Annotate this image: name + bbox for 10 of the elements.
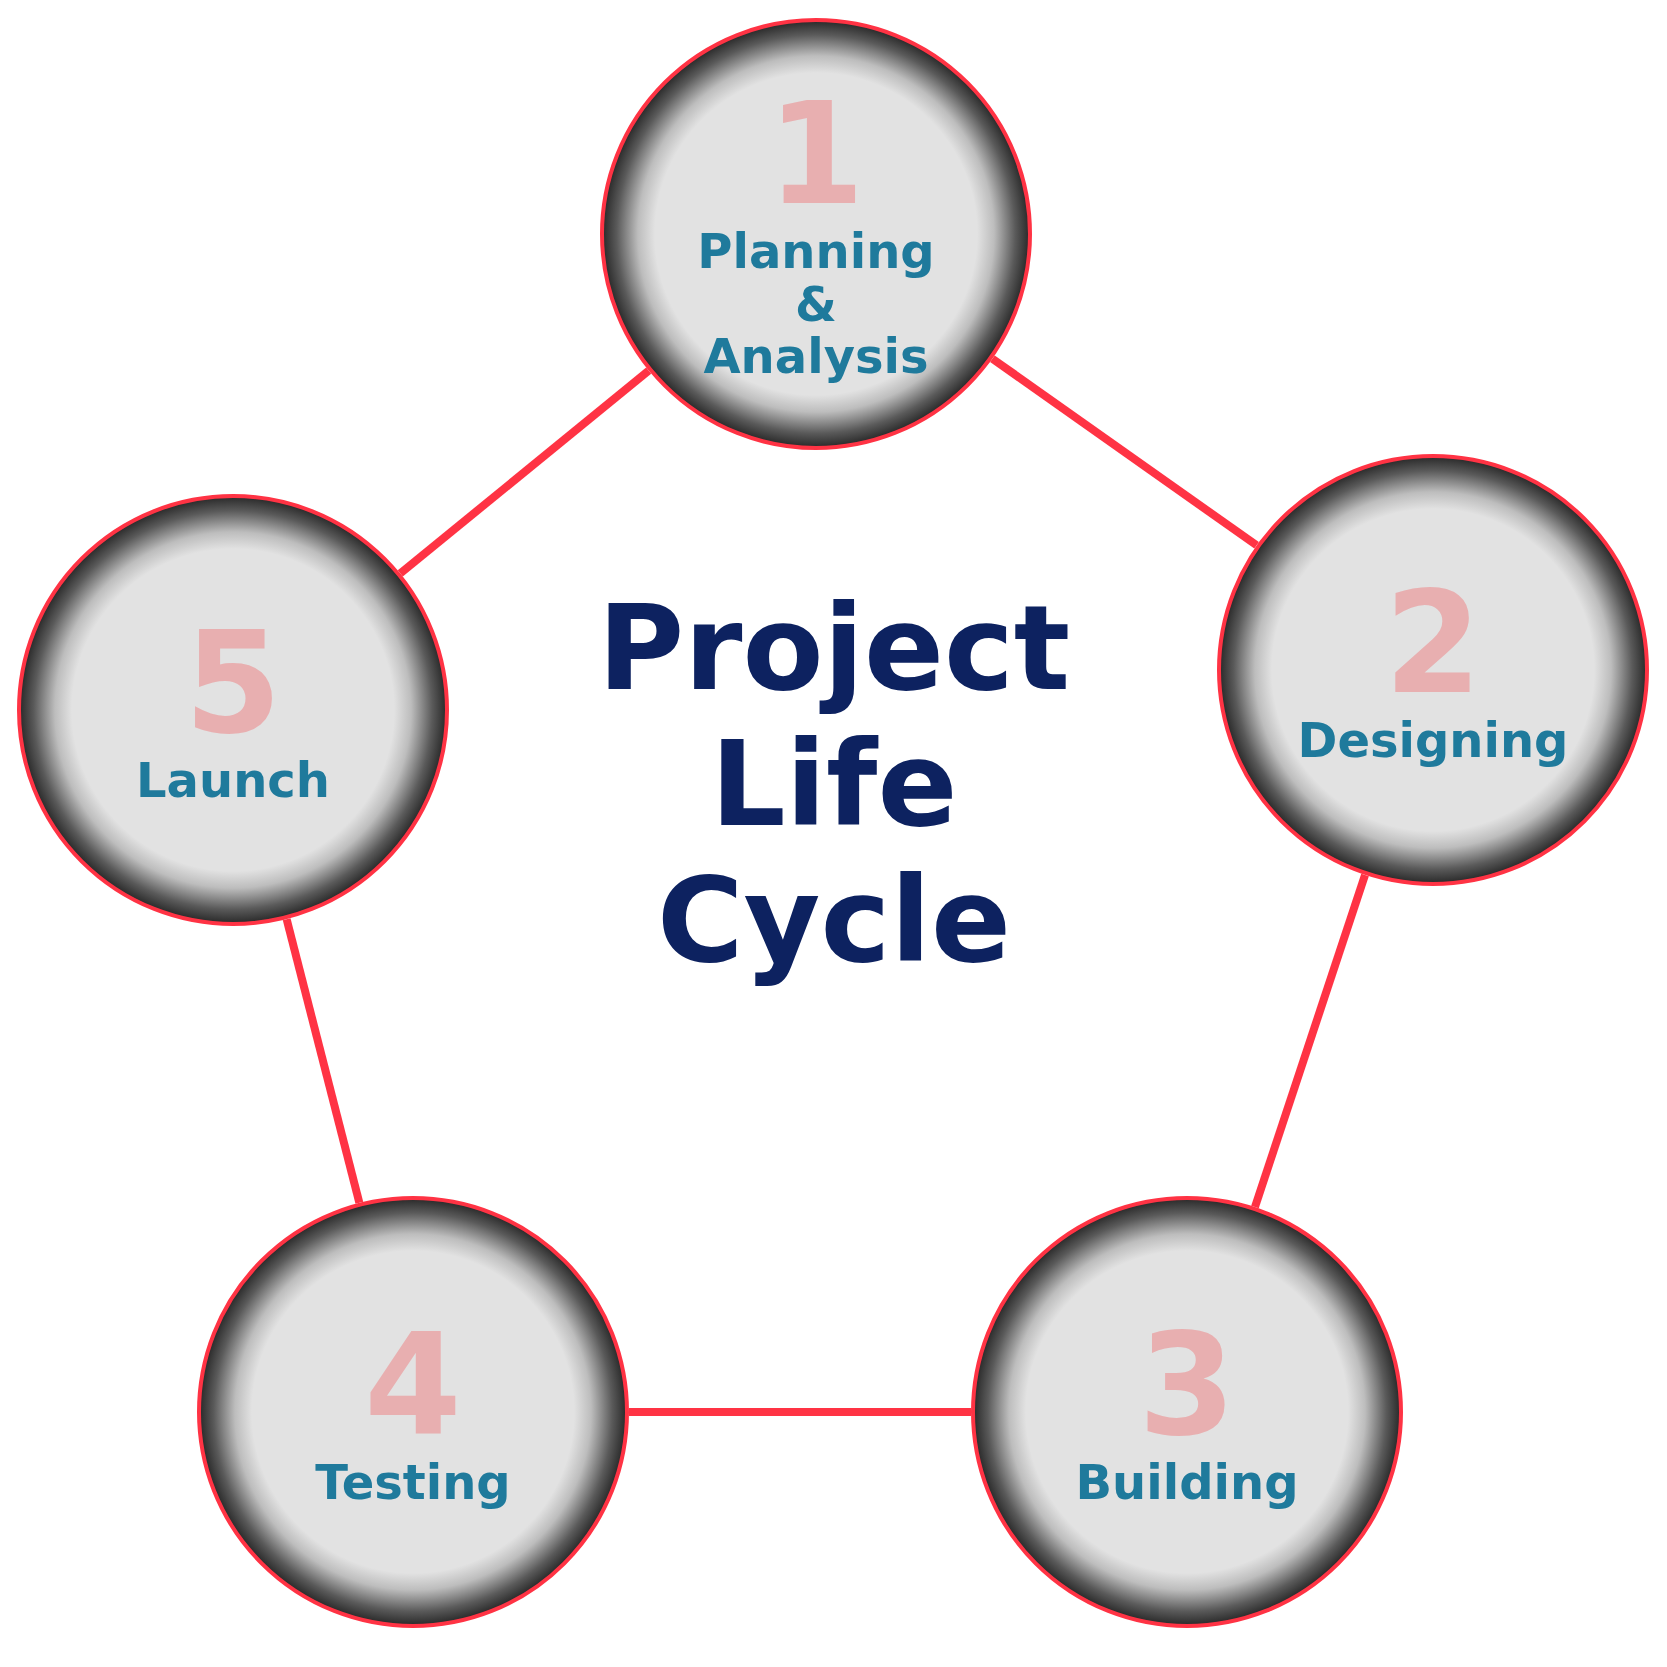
connector-line xyxy=(1251,873,1369,1209)
connector-line xyxy=(990,355,1259,549)
title: Project Life Cycle xyxy=(596,580,1072,988)
connector-line xyxy=(282,918,364,1204)
step-label: Planning & Analysis xyxy=(696,224,936,384)
step-label: Launch xyxy=(136,753,330,807)
step-label: Testing xyxy=(315,1455,511,1509)
step-label: Designing xyxy=(1297,713,1569,767)
connector-line xyxy=(629,1408,971,1416)
step-label: Building xyxy=(1075,1455,1299,1509)
